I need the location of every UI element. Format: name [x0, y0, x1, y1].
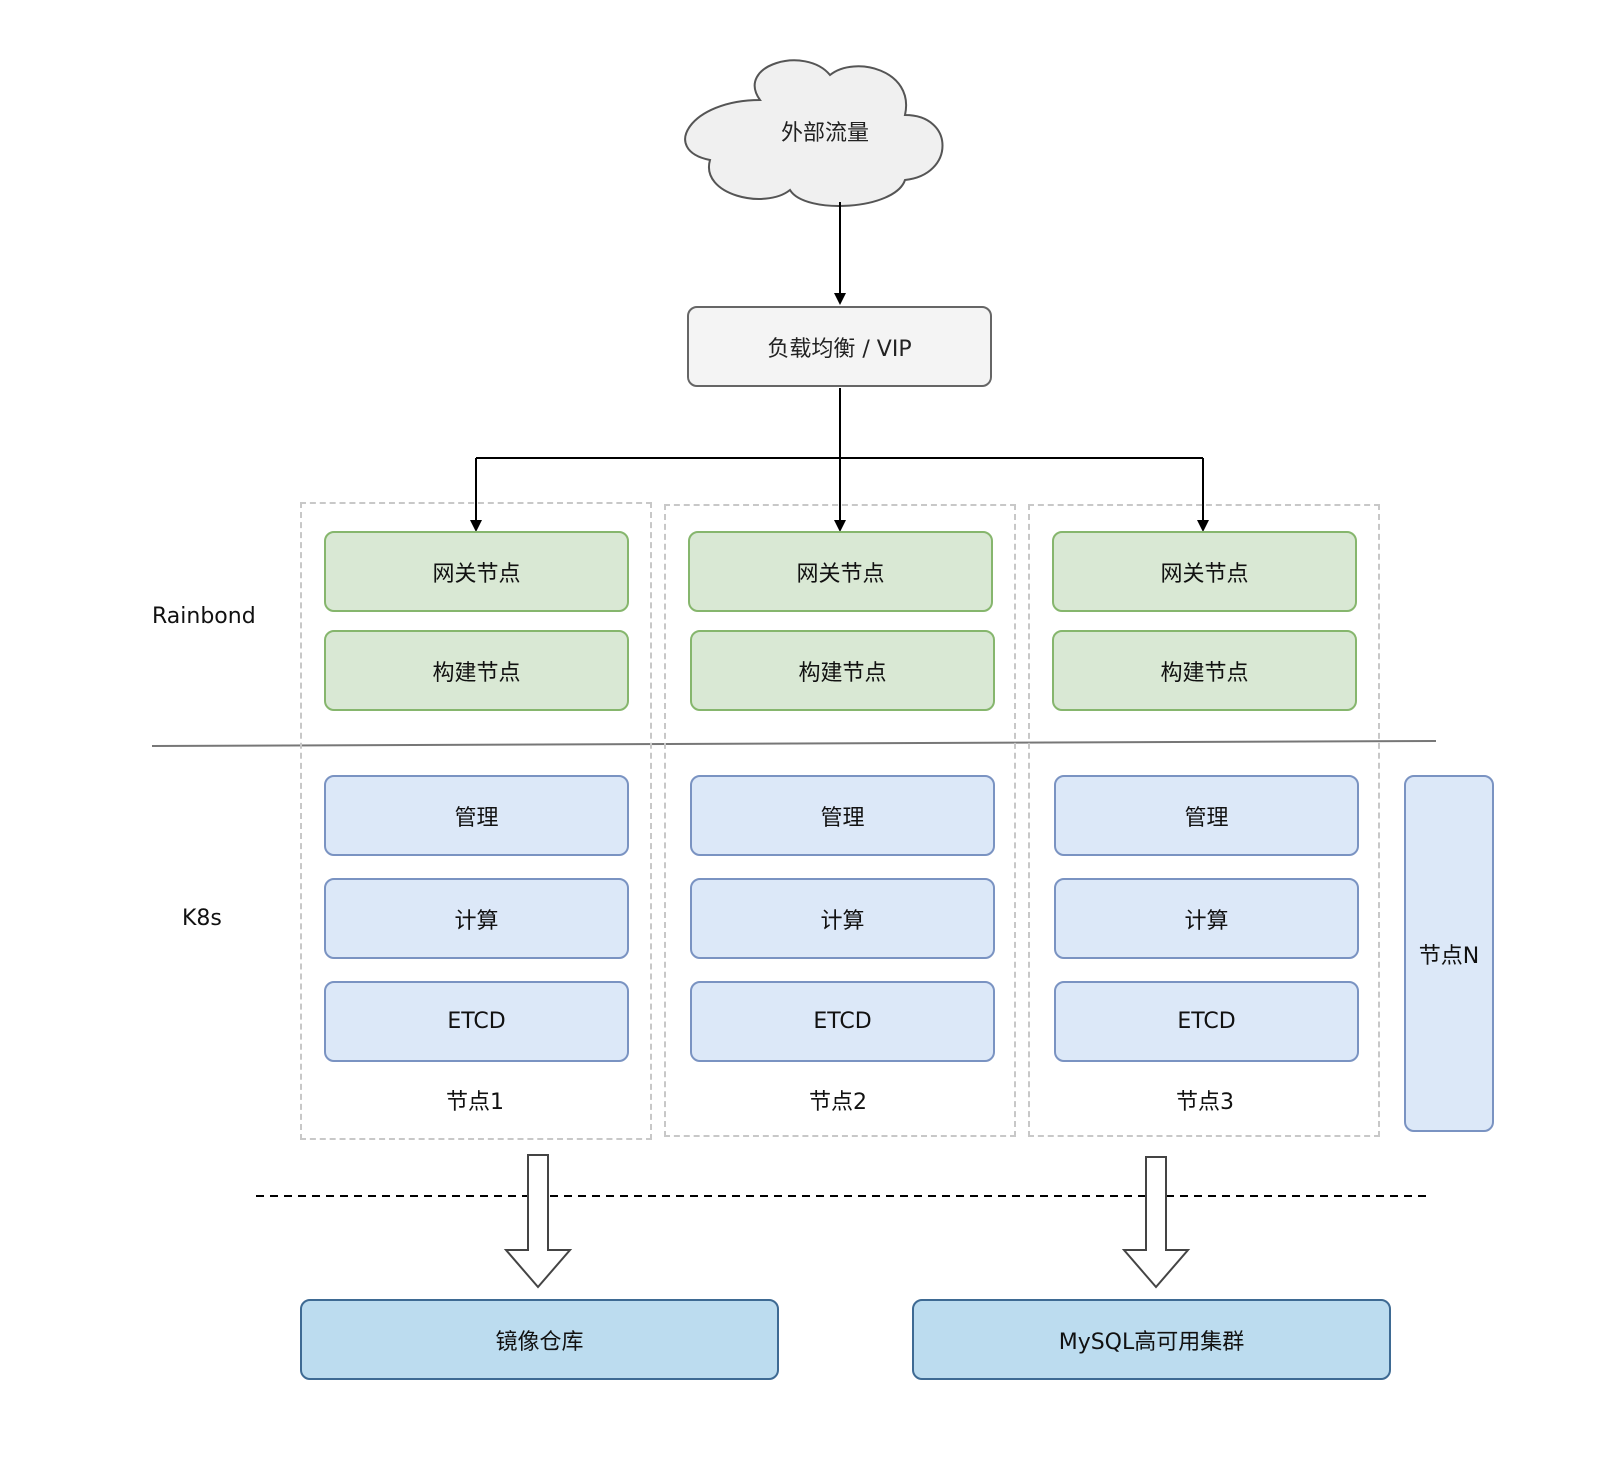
arrow-to-mysql — [1121, 1156, 1191, 1289]
arrow-to-registry — [503, 1154, 573, 1289]
node-3-name: 节点3 — [1176, 1090, 1234, 1115]
gateway-node-3-label: 网关节点 — [1160, 561, 1249, 587]
etcd-node-3-label: ETCD — [1177, 1009, 1236, 1034]
image-registry: 镜像仓库 — [300, 1299, 779, 1380]
cloud-shape — [684, 59, 944, 207]
mysql-cluster-label: MySQL高可用集群 — [1058, 1329, 1245, 1355]
gateway-node-1-label: 网关节点 — [432, 561, 521, 587]
node-frame-3 — [1028, 504, 1380, 1137]
manage-node-2: 管理 — [690, 775, 995, 856]
node-1-name: 节点1 — [446, 1090, 504, 1115]
image-registry-label: 镜像仓库 — [495, 1329, 584, 1355]
build-node-3-label: 构建节点 — [1160, 660, 1249, 686]
etcd-node-3: ETCD — [1054, 981, 1359, 1062]
build-node-3: 构建节点 — [1052, 630, 1357, 711]
compute-node-3-label: 计算 — [1184, 908, 1229, 934]
gateway-node-1: 网关节点 — [324, 531, 629, 612]
build-node-2: 构建节点 — [690, 630, 995, 711]
compute-node-2: 计算 — [690, 878, 995, 959]
layer-label-k8s: K8s — [182, 906, 222, 931]
layer-label-rainbond: Rainbond — [152, 604, 256, 629]
mysql-cluster: MySQL高可用集群 — [912, 1299, 1391, 1380]
etcd-node-1-label: ETCD — [447, 1009, 506, 1034]
gateway-node-2-label: 网关节点 — [796, 561, 885, 587]
cloud-label: 外部流量 — [780, 121, 869, 146]
manage-node-1-label: 管理 — [454, 805, 499, 831]
compute-node-2-label: 计算 — [820, 908, 865, 934]
node-n: 节点N — [1404, 775, 1494, 1132]
node-frame-1 — [300, 502, 652, 1140]
node-2-name: 节点2 — [809, 1090, 867, 1115]
compute-node-1-label: 计算 — [454, 908, 499, 934]
manage-node-1: 管理 — [324, 775, 629, 856]
etcd-node-2-label: ETCD — [813, 1009, 872, 1034]
etcd-node-2: ETCD — [690, 981, 995, 1062]
manage-node-3-label: 管理 — [1184, 805, 1229, 831]
etcd-node-1: ETCD — [324, 981, 629, 1062]
gateway-node-2: 网关节点 — [688, 531, 993, 612]
build-node-2-label: 构建节点 — [798, 660, 887, 686]
load-balancer: 负载均衡 / VIP — [687, 306, 992, 387]
node-frame-2 — [664, 504, 1016, 1137]
gateway-node-3: 网关节点 — [1052, 531, 1357, 612]
manage-node-2-label: 管理 — [820, 805, 865, 831]
node-n-label: 节点N — [1418, 943, 1480, 969]
compute-node-3: 计算 — [1054, 878, 1359, 959]
build-node-1-label: 构建节点 — [432, 660, 521, 686]
layer-separator — [151, 740, 1437, 747]
build-node-1: 构建节点 — [324, 630, 629, 711]
manage-node-3: 管理 — [1054, 775, 1359, 856]
load-balancer-label: 负载均衡 / VIP — [767, 336, 912, 362]
compute-node-1: 计算 — [324, 878, 629, 959]
